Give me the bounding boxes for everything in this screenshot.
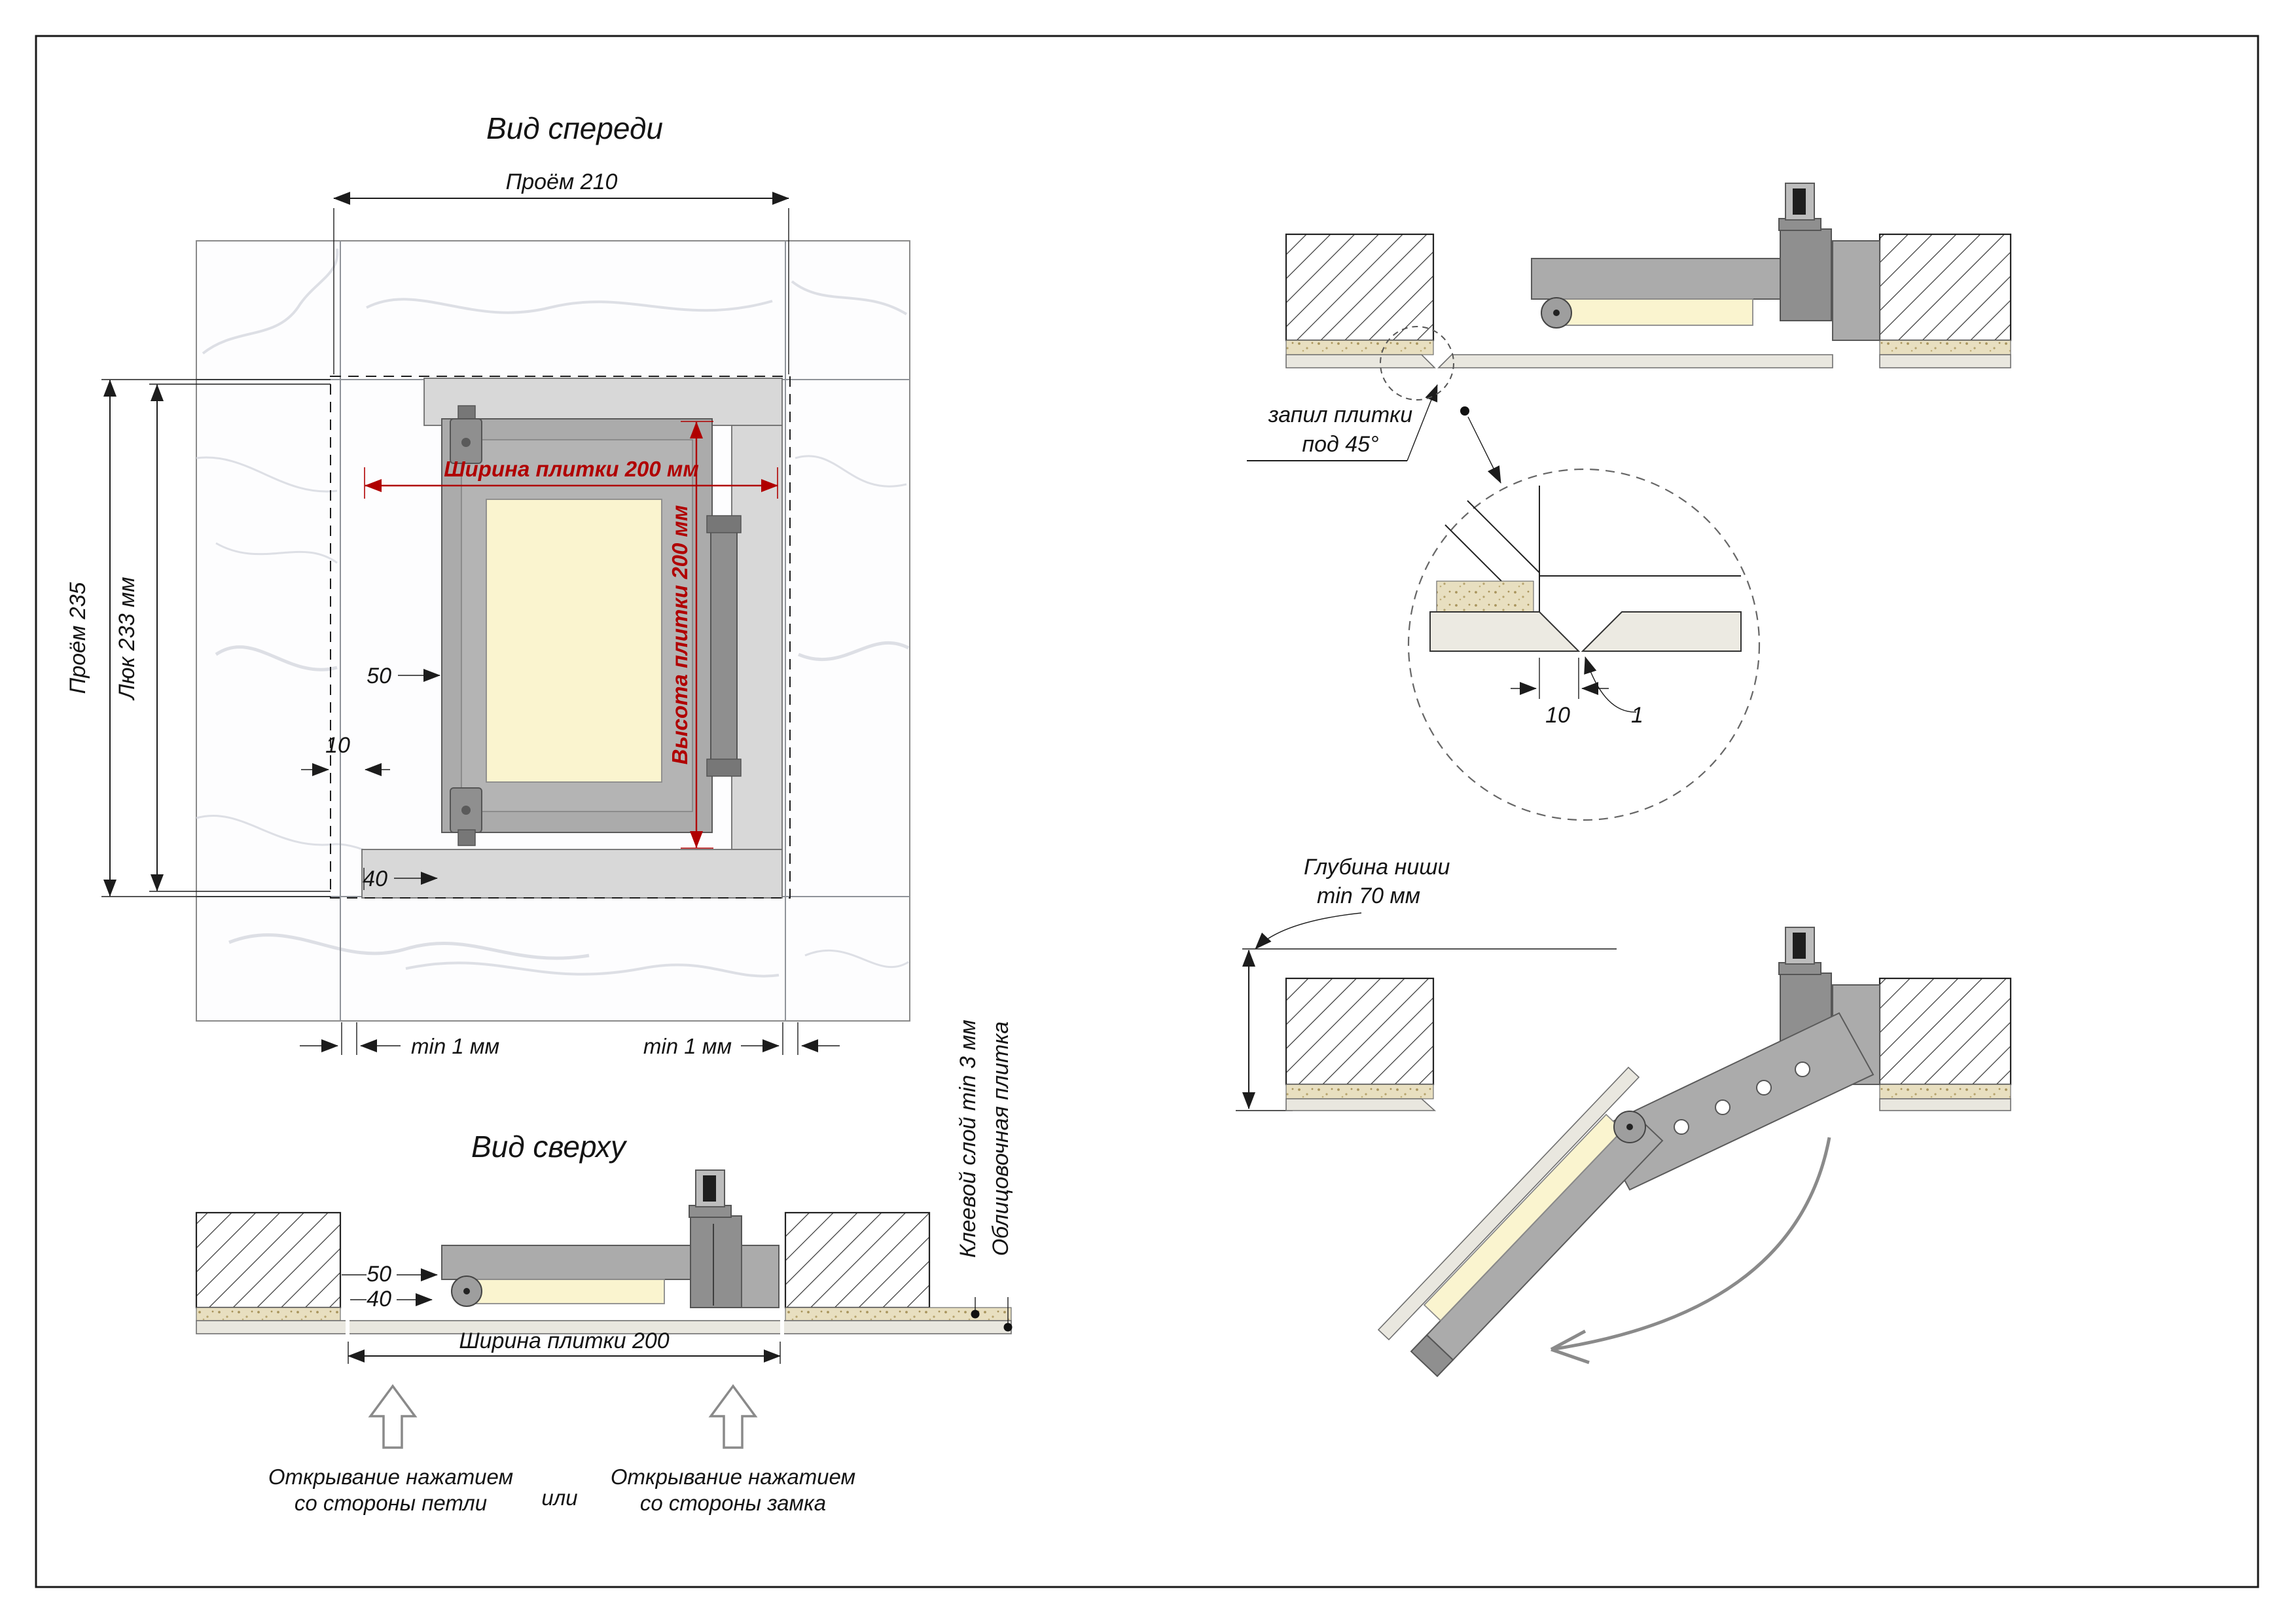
top-dim-tile-width: Ширина плитки 200 (459, 1329, 669, 1353)
dim-tile-width: Ширина плитки 200 мм (444, 457, 699, 481)
front-view: Вид спереди (65, 111, 910, 1058)
opening-dashed-contour (330, 376, 791, 899)
dim-opening-height: Проём 235 (65, 582, 90, 694)
top-dimensions: 50 40 Ширина плитки 200 (342, 1262, 781, 1364)
hatch-mechanism-open (1377, 927, 1880, 1378)
miter-callout: запил плитки под 45° (1247, 326, 1501, 484)
frame-piece (741, 1245, 780, 1308)
top-view-title: Вид сверху (471, 1130, 628, 1164)
hatch-mechanism-top (441, 1169, 780, 1308)
top-dim-50: 50 (367, 1262, 391, 1287)
lock-block (690, 1215, 742, 1308)
top-view: Вид сверху 50 (195, 1020, 1013, 1515)
detail-wall-tile (1429, 611, 1581, 652)
front-dimensions: Проём 210 Проём 235 Люк 233 мм 50 10 40 (65, 169, 840, 1058)
callout-dot-adhesive (971, 1310, 980, 1319)
label-open-hinge-2: со стороны петли (295, 1491, 487, 1515)
detail-marker-circle (1380, 326, 1454, 401)
adhesive-layer-left (196, 1307, 341, 1321)
hinge-bottom (450, 787, 482, 846)
dim-gap-left: min 1 мм (411, 1034, 499, 1058)
tile-gap-right (780, 1319, 784, 1335)
label-depth-2: min 70 мм (1317, 883, 1420, 908)
lock-knob (1778, 927, 1821, 975)
press-arrow-hinge (368, 1384, 418, 1449)
depth-callout: Глубина ниши min 70 мм (1236, 855, 1617, 1111)
label-cut-2: под 45° (1302, 432, 1378, 457)
wall-tile-beveled (1285, 1098, 1437, 1111)
door-adhesive (457, 1279, 665, 1304)
hatch-frame-bands (361, 378, 783, 899)
label-cut-1: запил плитки (1268, 402, 1412, 427)
door-tile-beveled (1437, 354, 1833, 368)
detail-door-tile (1581, 611, 1742, 652)
detail-dimensions: 10 1 (1511, 656, 1643, 728)
label-adhesive: Клеевой слой min 3 мм (956, 1020, 980, 1258)
detail-view-45deg: 10 1 (1407, 468, 1761, 821)
swing-arrow (1550, 1137, 1831, 1364)
dim-opening-width: Проём 210 (506, 169, 618, 194)
layer-callouts: Клеевой слой min 3 мм Облицовочная плитк… (956, 1020, 1013, 1332)
detail-dim-10: 10 (1545, 703, 1570, 728)
detail-dim-1: 1 (1631, 703, 1643, 728)
label-open-lock-2: со стороны замка (640, 1491, 826, 1515)
label-or: или (541, 1486, 577, 1510)
opening-direction: Открывание нажатием со стороны петли или… (268, 1384, 855, 1515)
lock-strip (706, 515, 742, 777)
top-dim-40: 40 (367, 1287, 391, 1311)
wall-tile-beveled (1285, 354, 1436, 368)
label-open-hinge-1: Открывание нажатием (268, 1465, 513, 1489)
tile-dimensions-red: Ширина плитки 200 мм Высота плитки 200 м… (364, 421, 778, 849)
detail-boundary (1407, 468, 1761, 821)
wall-blocks (195, 1211, 1012, 1335)
dim-gap-right: min 1 мм (643, 1034, 732, 1058)
callout-dot-tile (1003, 1323, 1013, 1332)
lock-knob (689, 1169, 732, 1218)
door-end-block (1410, 1334, 1454, 1378)
lock-block (1780, 228, 1832, 321)
dim-hatch-height: Люк 233 мм (115, 577, 139, 700)
open-door-tile (1377, 1066, 1640, 1341)
label-open-lock-1: Открывание нажатием (611, 1465, 855, 1489)
front-view-title: Вид спереди (486, 111, 663, 145)
tile-gap-left (346, 1319, 350, 1335)
lock-knob (1778, 183, 1821, 231)
label-facing-tile: Облицовочная плитка (988, 1022, 1013, 1257)
marble-veins (196, 248, 910, 978)
frame-piece (1832, 240, 1880, 341)
open-door-adhesive (1423, 1113, 1624, 1322)
section-closed: запил плитки под 45° (1247, 183, 2012, 484)
label-depth-1: Глубина ниши (1304, 855, 1450, 880)
dim-40: 40 (363, 866, 387, 891)
dim-10: 10 (325, 733, 350, 758)
detail-adhesive (1436, 580, 1534, 613)
door-panel (486, 499, 662, 783)
section-open: Глубина ниши min 70 мм (1236, 855, 2012, 1378)
dim-tile-height: Высота плитки 200 мм (668, 505, 692, 765)
dim-50: 50 (367, 664, 391, 688)
hatch-mechanism-closed (1531, 183, 1880, 341)
press-arrow-lock (708, 1384, 758, 1449)
door-adhesive (1549, 298, 1753, 326)
detail-construction-lines (1444, 486, 1741, 612)
hinge-top (450, 405, 482, 464)
